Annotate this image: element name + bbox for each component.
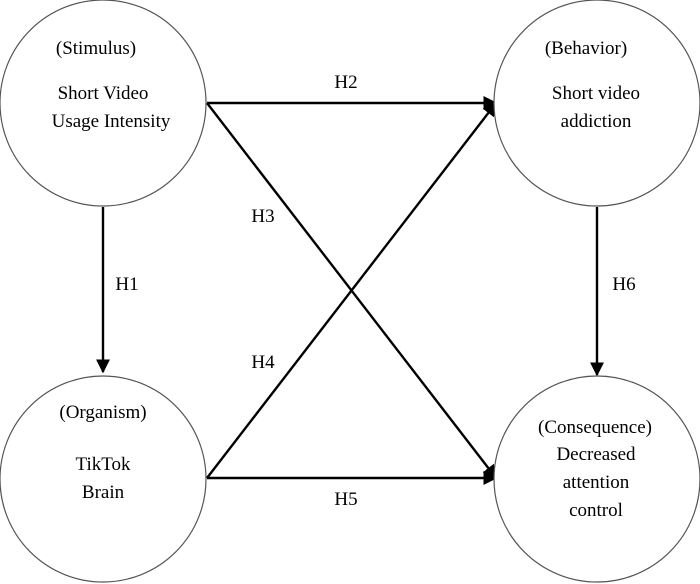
edge-label-h2: H2 <box>334 72 357 93</box>
node-behavior-circle <box>493 0 700 207</box>
node-behavior: (Behavior) Short video addiction <box>493 0 700 207</box>
node-stimulus-line1: Short Video <box>58 83 149 104</box>
edge-label-h5: H5 <box>334 489 357 510</box>
node-consequence-line3: control <box>569 500 623 521</box>
edge-label-h1: H1 <box>115 274 138 295</box>
edge-label-h6: H6 <box>612 274 635 295</box>
node-behavior-line2: addiction <box>561 111 632 132</box>
node-stimulus-line2: Usage Intensity <box>52 111 171 132</box>
node-organism-category: (Organism) <box>59 402 146 423</box>
node-stimulus-circle <box>0 0 207 207</box>
node-consequence-category: (Consequence) <box>538 417 652 438</box>
node-consequence: (Consequence) Decreased attention contro… <box>493 375 700 583</box>
node-organism-line2: Brain <box>82 482 125 503</box>
node-consequence-circle <box>493 375 700 583</box>
node-behavior-line1: Short video <box>552 83 640 104</box>
node-consequence-line1: Decreased <box>556 444 636 465</box>
edge-h4 <box>206 101 497 479</box>
node-stimulus-category: (Stimulus) <box>56 38 136 59</box>
node-stimulus: (Stimulus) Short Video Usage Intensity <box>0 0 207 207</box>
node-organism-line1: TikTok <box>76 454 131 475</box>
edge-label-h3: H3 <box>251 206 274 227</box>
node-organism-circle <box>0 375 207 583</box>
edge-labels: H1 H2 H3 H4 H5 H6 <box>115 72 635 510</box>
edges <box>96 96 604 485</box>
node-behavior-category: (Behavior) <box>545 38 627 59</box>
node-organism: (Organism) TikTok Brain <box>0 375 207 583</box>
node-consequence-line2: attention <box>563 472 630 493</box>
edge-label-h4: H4 <box>251 352 275 373</box>
